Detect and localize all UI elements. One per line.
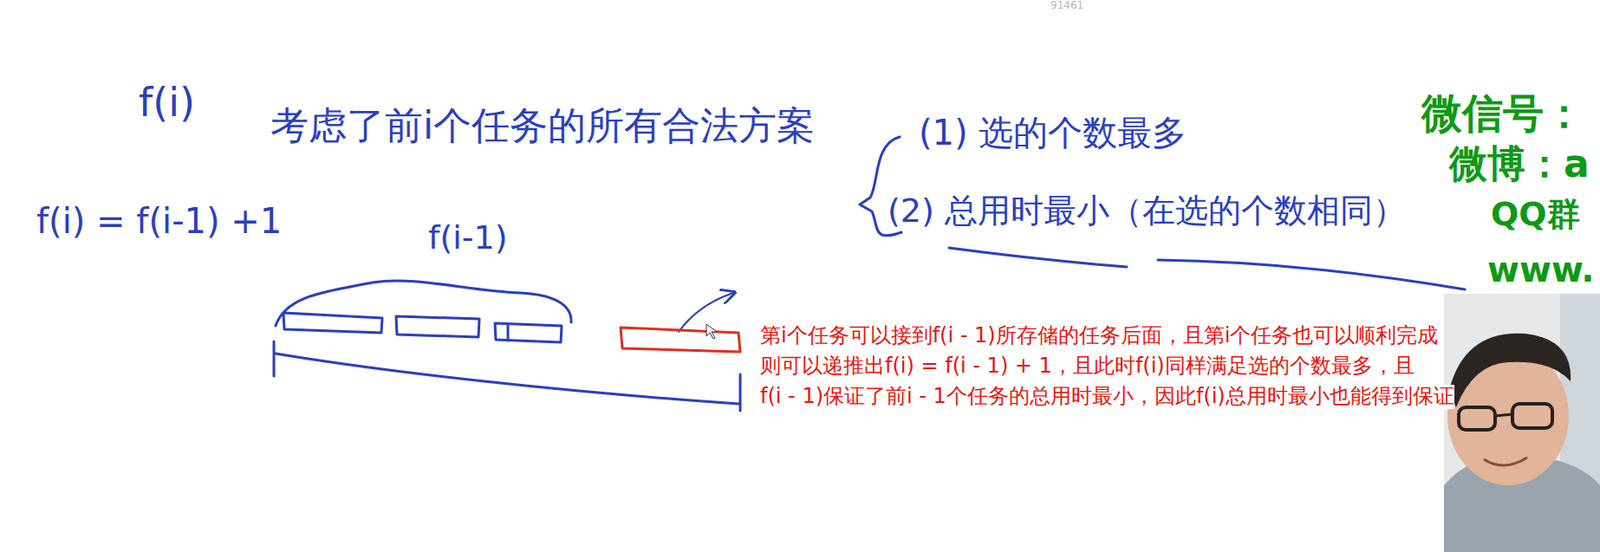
webcam-hair (1449, 333, 1571, 408)
contact-watermark: www. (1487, 249, 1595, 290)
handwritten-note: (1) 选的个数最多 (918, 112, 1187, 153)
underline (1157, 260, 1465, 290)
webcam-glasses (1458, 407, 1496, 430)
webcam-mouth (1483, 457, 1528, 466)
contact-watermark: 微信号： (1421, 90, 1585, 137)
handwritten-formula: f(i-1) (428, 219, 508, 258)
red-annotation: 则可以递推出f(i) = f(i - 1) + 1，且此时f(i)同样满足选的个… (760, 354, 1415, 379)
task-box (396, 316, 480, 338)
span-tick (739, 374, 742, 411)
sketch-strokes (273, 136, 1465, 411)
span-line (275, 353, 739, 404)
brace (275, 280, 572, 326)
red-annotation: f(i - 1)保证了前i - 1个任务的总用时最小，因此f(i)总用时最小也能… (760, 384, 1455, 410)
watermark: 91461 (1050, 0, 1084, 13)
handwritten-note: (2) 总用时最小（在选的个数相同） (887, 192, 1406, 231)
contact-watermark: QQ群 (1490, 195, 1581, 235)
webcam-background (1443, 293, 1600, 552)
task-box-divider (507, 324, 510, 341)
handwritten-note: 考虑了前i个任务的所有合法方案 (270, 104, 815, 149)
task-box (494, 323, 562, 343)
webcam-glasses-bridge (1495, 414, 1513, 417)
task-box (283, 312, 383, 333)
handwritten-formula: f(i) (138, 79, 196, 126)
webcam-glasses (1512, 403, 1553, 429)
webcam-photo (1443, 293, 1600, 552)
new-task-box (620, 327, 741, 352)
underline (949, 247, 1127, 267)
mouse-cursor (706, 324, 717, 339)
red-annotation: 第i个任务可以接到f(i - 1)所存储的任务后面，且第i个任务也可以顺利完成 (760, 324, 1438, 349)
contact-watermark: 微博：a (1449, 142, 1590, 187)
handwritten-formula: f(i) = f(i-1) +1 (36, 201, 282, 241)
span-tick (273, 341, 276, 377)
